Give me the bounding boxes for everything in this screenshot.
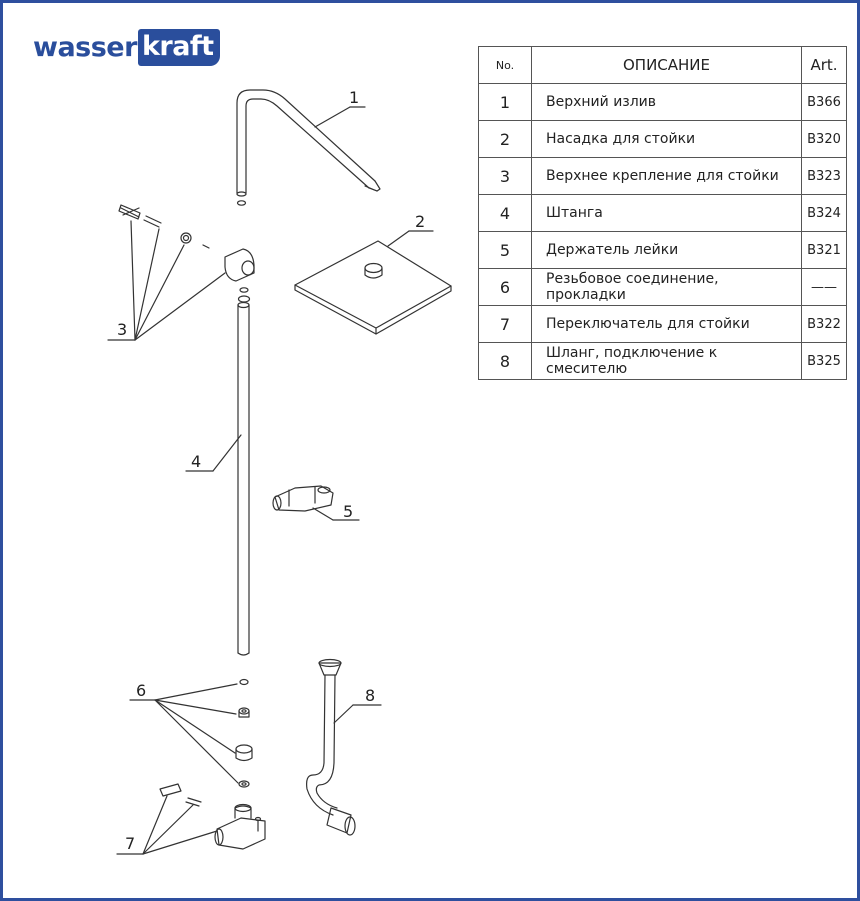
part-wall-bracket [118, 204, 255, 282]
washer-icon [239, 287, 249, 293]
row-art: B324 [801, 194, 847, 232]
row-art: B325 [801, 342, 847, 380]
parts-table-header: No. ОПИСАНИЕ Art. [478, 46, 847, 84]
part-handset-holder [272, 485, 334, 512]
washer-icon [236, 200, 247, 206]
part-top-spout [236, 89, 381, 197]
leader-7 [116, 795, 218, 855]
row-description: Верхнее крепление для стойки [531, 157, 802, 195]
callout-7: 7 [125, 834, 135, 853]
row-description: Насадка для стойки [531, 120, 802, 158]
row-art: B320 [801, 120, 847, 158]
part-connectors [235, 678, 253, 788]
row-no: 8 [478, 342, 532, 380]
leader-1 [314, 106, 366, 128]
header-no: No. [478, 46, 532, 84]
callout-4: 4 [191, 452, 201, 471]
part-shower-head [294, 240, 452, 335]
washer-icon [237, 295, 251, 303]
parts-table: No. ОПИСАНИЕ Art. 1 Верхний излив B366 2… [478, 46, 847, 380]
row-description: Шланг, подключение к смесителю [531, 342, 802, 380]
row-no: 2 [478, 120, 532, 158]
row-art: B322 [801, 305, 847, 343]
leader-8 [333, 704, 382, 724]
header-description: ОПИСАНИЕ [531, 46, 802, 84]
leader-4 [185, 434, 242, 472]
table-row: 7 Переключатель для стойки B322 [478, 305, 847, 343]
row-no: 1 [478, 83, 532, 121]
table-row: 1 Верхний излив B366 [478, 83, 847, 121]
part-hose [306, 658, 356, 836]
table-row: 6 Резьбовое соединение, прокладки —— [478, 268, 847, 306]
row-no: 5 [478, 231, 532, 269]
callout-1: 1 [349, 88, 359, 107]
part-diverter [159, 783, 266, 850]
callout-5: 5 [343, 502, 353, 521]
row-description: Штанга [531, 194, 802, 232]
table-row: 2 Насадка для стойки B320 [478, 120, 847, 158]
exploded-parts-drawing: 1 2 [107, 88, 452, 855]
row-art: B366 [801, 83, 847, 121]
callout-6: 6 [136, 681, 146, 700]
leader-2 [387, 230, 434, 247]
callout-2: 2 [415, 212, 425, 231]
row-no: 4 [478, 194, 532, 232]
brand-logo-kraft: kraft [137, 28, 220, 66]
callout-3: 3 [117, 320, 127, 339]
row-description: Переключатель для стойки [531, 305, 802, 343]
table-row: 5 Держатель лейки B321 [478, 231, 847, 269]
row-art: B321 [801, 231, 847, 269]
row-art: B323 [801, 157, 847, 195]
table-row: 4 Штанга B324 [478, 194, 847, 232]
row-description: Держатель лейки [531, 231, 802, 269]
leader-6 [129, 683, 239, 784]
table-row: 8 Шланг, подключение к смесителю B325 [478, 342, 847, 380]
brand-logo-wasser: wasser [33, 31, 137, 63]
leader-3 [107, 220, 226, 341]
leader-5 [312, 507, 360, 521]
part-bar [237, 301, 250, 656]
table-row: 3 Верхнее крепление для стойки B323 [478, 157, 847, 195]
callout-8: 8 [365, 686, 375, 705]
